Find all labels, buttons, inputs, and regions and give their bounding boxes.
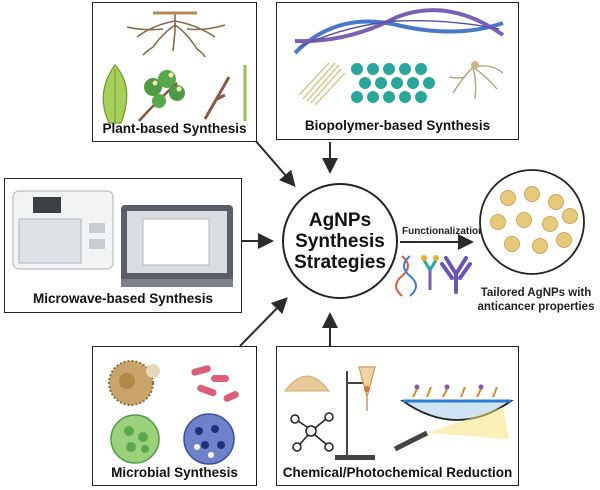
twig-icon	[203, 76, 231, 120]
chemical-reduction-label: Chemical/Photochemical Reduction	[282, 465, 513, 480]
virus-cluster-icon	[183, 413, 235, 465]
leaf-icon	[102, 64, 128, 124]
microwave-synthesis-panel: Microwave-based Synthesis	[4, 178, 242, 313]
biopolymer-synthesis-panel: Biopolymer-based Synthesis	[276, 2, 519, 140]
photoreactor-icon	[393, 384, 514, 452]
center-title-line3: Strategies	[294, 251, 386, 273]
microbial-synthesis-label: Microbial Synthesis	[111, 465, 238, 480]
microwave-synthesis-label: Microwave-based Synthesis	[32, 291, 214, 306]
arrow-microbial-to-center	[239, 297, 288, 347]
molecule-icon	[290, 412, 334, 452]
microwave-illustrations	[12, 190, 233, 287]
powder-pile-icon	[284, 375, 330, 392]
polymer-chain-icon	[351, 63, 435, 103]
microwave-oven-icon	[12, 190, 114, 270]
antibody-icon	[440, 256, 472, 294]
functionalization-label: Functionalization	[402, 226, 485, 237]
root-icon	[126, 11, 226, 58]
fungus-icon	[108, 360, 160, 406]
chemical-illustrations	[284, 366, 514, 460]
microbial-illustrations	[108, 360, 239, 465]
peptide-icon	[421, 255, 439, 290]
bacteria-icon	[191, 365, 239, 402]
center-title-line2: Synthesis	[295, 230, 385, 252]
plant-synthesis-panel: Plant-based Synthesis	[92, 2, 257, 142]
center-strategies-node: AgNPs Synthesis Strategies	[282, 183, 398, 299]
plant-illustrations	[102, 11, 247, 124]
result-label-line1: Tailored AgNPs with	[480, 287, 592, 299]
microbial-synthesis-panel: Microbial Synthesis	[92, 346, 257, 486]
root-fibers-icon	[448, 61, 504, 100]
flowering-branch-icon	[138, 70, 185, 122]
result-label-line2: anticancer properties	[477, 301, 595, 313]
biopolymer-illustrations	[293, 8, 505, 106]
titration-setup-icon	[335, 366, 376, 460]
biopolymer-synthesis-label: Biopolymer-based Synthesis	[304, 118, 491, 133]
nanoparticle-spheres	[490, 186, 578, 254]
chemical-reduction-panel: Chemical/Photochemical Reduction	[276, 346, 519, 486]
algae-icon	[110, 414, 160, 464]
result-label: Tailored AgNPs with anticancer propertie…	[470, 286, 600, 314]
dna-icon	[395, 255, 417, 297]
helix-icon	[293, 8, 505, 55]
synthesis-reactor-icon	[121, 205, 233, 287]
straw-fibers-icon	[298, 62, 346, 106]
center-title-line1: AgNPs	[308, 209, 372, 231]
plant-synthesis-label: Plant-based Synthesis	[102, 121, 247, 136]
